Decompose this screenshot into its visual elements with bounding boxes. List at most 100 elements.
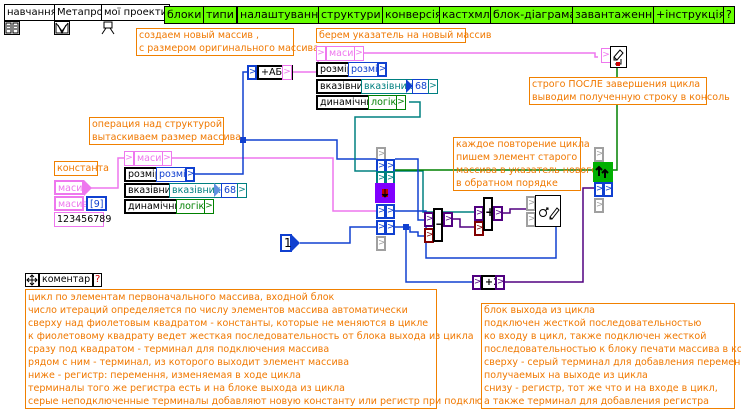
note-each-iteration: каждое повторение цикла пишем элемент ст… [453, 137, 598, 191]
note-line: число итераций определяется по числу эле… [28, 305, 408, 316]
nav-types-button[interactable]: типи [203, 6, 237, 24]
note-line: с размером оригинального массива [139, 43, 319, 54]
set-pointer-block[interactable] [535, 195, 561, 227]
note-line: массива в указатель нового [456, 165, 598, 176]
note-exit-block: блок выхода из цикла подключен жесткой п… [481, 303, 741, 409]
wire-pink-const [91, 157, 124, 189]
wire-blue-size-up [242, 71, 248, 144]
pointer-arrow-icon [406, 79, 413, 93]
note-line: сразу под квадратом - терминал для подкл… [28, 344, 330, 355]
sequence-arrow-icon [381, 189, 389, 198]
note-struct-op: операция над структурой вытаскиваем разм… [89, 117, 242, 145]
struct-top-pointer-terminal[interactable]: > [428, 79, 438, 94]
note-line: каждое повторение цикла [456, 139, 590, 150]
metaprog-logo-icon[interactable] [54, 21, 70, 35]
constant-index: [9] [86, 196, 108, 211]
note-line: в обратном порядке [456, 178, 558, 189]
one-constant-output-arrow-icon[interactable] [292, 235, 300, 251]
inc-output-terminal[interactable]: > [495, 275, 505, 290]
wire-blue-one [300, 226, 376, 244]
loop-element-out-terminal[interactable]: > [385, 204, 395, 219]
pointer-arrow-icon [214, 183, 221, 197]
note-line: ниже - регистр: перемення, изменяемая в … [28, 370, 301, 381]
exit-sequence-icon [595, 165, 609, 178]
constant-output-arrow-icon[interactable] [84, 180, 92, 196]
note-line: выводим полученную строку в консоль [532, 92, 730, 103]
note-line: константа [57, 163, 109, 174]
note-line: рядом с ним - терминал, из которого выхо… [28, 357, 350, 368]
print-pencil-icon [613, 49, 624, 66]
exit-add-register-terminal[interactable]: > [594, 198, 604, 213]
struct-left-dynamic-terminal[interactable]: > [204, 199, 214, 214]
loop-exit-block[interactable] [593, 162, 613, 182]
nav-help-button[interactable]: ? [723, 6, 735, 24]
print-console-block[interactable] [610, 46, 627, 68]
note-line: снизу - регистр, тот же что и на входе в… [484, 383, 718, 394]
loop-register-out-terminal[interactable]: > [385, 220, 395, 235]
nav-learning-button[interactable]: навчання [4, 4, 60, 21]
nav-settings-button[interactable]: налаштування [237, 6, 328, 24]
new-array-input-terminal[interactable]: > [247, 65, 257, 80]
exit-add-var-terminal[interactable]: > [594, 147, 604, 162]
move-handle-icon[interactable] [25, 273, 39, 287]
wire-blue-size-right [243, 139, 376, 160]
nav-custxml-button[interactable]: кастхмл [439, 6, 493, 24]
struct-left-pointer-terminal[interactable]: > [237, 183, 247, 198]
nav-structures-button[interactable]: структури [318, 6, 384, 24]
wire-pink-to-loop [165, 157, 376, 212]
wire-teal-pointer-top [354, 101, 421, 172]
struct-top-dynamic-terminal[interactable]: > [396, 95, 406, 110]
pointer-write-icon [539, 207, 560, 220]
wire-blue-reg [395, 226, 424, 237]
note-take-pointer: берем указатель на новый массив [316, 28, 492, 43]
note-line: последовательностью к блоку печати масси… [484, 344, 741, 355]
note-line: строго ПОСЛЕ завершения цикла [532, 79, 701, 90]
note-line: а также терминал для добавления регистра [484, 396, 709, 407]
note-line: к фиолетовому квадрату ведет жесткая пос… [28, 331, 474, 342]
minus-block[interactable]: − [433, 208, 445, 242]
struct-top-input-terminal[interactable]: > [316, 46, 326, 61]
loop-input-block[interactable] [375, 183, 395, 203]
constant-value[interactable]: 123456789 [54, 212, 111, 227]
plus-output-terminal[interactable]: > [493, 206, 503, 221]
one-constant[interactable]: 1 [280, 234, 292, 252]
note-line: терминалы того же регистра есть и на бло… [28, 383, 345, 394]
note-line: сверху - серый терминал для добавления п… [484, 357, 741, 368]
note-line: пишем элемент старого [456, 152, 578, 163]
struct-top-output-terminal[interactable]: > [354, 46, 364, 61]
struct-left-input-terminal[interactable]: > [124, 151, 134, 166]
wire-blue-size [195, 144, 244, 175]
nav-conversion-button[interactable]: конверсія [382, 6, 445, 24]
loop-add-register-terminal[interactable]: > [376, 236, 386, 251]
nav-download-button[interactable]: завантаження [572, 6, 662, 24]
comment-help-button[interactable]: ? [93, 273, 103, 287]
wire-pink-to-print [355, 52, 598, 58]
nav-block-diagram-button[interactable]: блок-діаграма [490, 6, 580, 24]
note-line: вытаскиваем размер массива [92, 132, 242, 143]
nav-blocks-button[interactable]: блоки [164, 6, 205, 24]
struct-left-output-terminal[interactable]: > [162, 151, 172, 166]
wire-purple-plus-set [502, 208, 530, 214]
note-constant: константа [54, 161, 109, 176]
struct-top-size-terminal[interactable]: > [377, 62, 387, 77]
exit-register-out-terminal[interactable]: > [603, 182, 613, 197]
nav-add-instruction-button[interactable]: +інструкція [653, 6, 729, 24]
note-create-array: создаем новый массив , с размером оригин… [136, 28, 319, 56]
wire-blue-reg-to-inc [405, 227, 472, 283]
note-line: ко входу в цикл, также подключен жесткой [484, 331, 707, 342]
wire-blue-elem [395, 158, 424, 221]
note-line: серые неподключенные терминалы добавляют… [28, 396, 513, 407]
note-line: берем указатель на новый массив [319, 30, 492, 41]
wire-purple-minus-plus [453, 218, 474, 228]
constant-element-type: масив [54, 196, 88, 211]
plus-block[interactable]: + [483, 197, 495, 231]
struct-left-size-terminal[interactable]: > [185, 167, 195, 182]
note-line: подключен жесткой последовательностью [484, 318, 702, 329]
book-icon[interactable] [4, 21, 20, 35]
note-after-loop: строго ПОСЛЕ завершения цикла выводим по… [529, 77, 730, 105]
nav-my-projects-button[interactable]: мої проекти [101, 4, 171, 21]
note-line: операция над структурой [92, 119, 223, 130]
new-array-output-terminal[interactable]: > [282, 65, 292, 80]
user-icon[interactable] [101, 21, 117, 35]
minus-output-terminal[interactable]: > [443, 212, 453, 227]
